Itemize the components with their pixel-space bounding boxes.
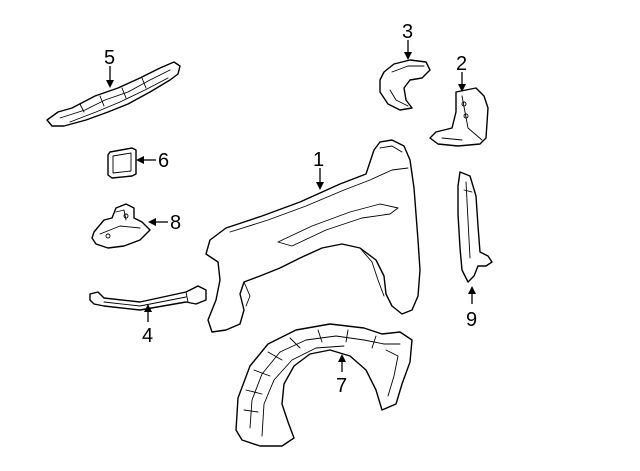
callout-3: 3 bbox=[402, 21, 413, 43]
part-3-upper-bracket bbox=[379, 59, 431, 111]
part-6-pad bbox=[107, 147, 137, 179]
leader-3 bbox=[404, 40, 412, 60]
callout-8: 8 bbox=[170, 212, 181, 234]
callout-2: 2 bbox=[456, 53, 467, 75]
part-5-rail-reinforcement bbox=[46, 61, 181, 127]
part-7-wheelhouse-liner bbox=[235, 323, 413, 447]
leader-4 bbox=[144, 304, 152, 322]
part-8-bracket bbox=[91, 203, 151, 249]
leader-8 bbox=[148, 218, 168, 226]
part-1-fender bbox=[205, 139, 421, 333]
callout-1: 1 bbox=[313, 149, 324, 171]
callout-7: 7 bbox=[336, 375, 347, 397]
leader-7 bbox=[338, 354, 346, 372]
callout-9: 9 bbox=[466, 309, 477, 331]
leader-5 bbox=[106, 66, 114, 88]
part-9-splash-shield bbox=[457, 171, 493, 283]
callout-6: 6 bbox=[158, 150, 169, 172]
callout-5: 5 bbox=[104, 47, 115, 69]
leader-9 bbox=[468, 286, 476, 304]
leader-6 bbox=[136, 156, 156, 164]
part-4-strut bbox=[89, 285, 207, 311]
callout-4: 4 bbox=[142, 325, 153, 347]
leader-1 bbox=[316, 168, 324, 190]
part-2-side-bracket bbox=[429, 87, 489, 147]
leader-2 bbox=[458, 72, 466, 92]
